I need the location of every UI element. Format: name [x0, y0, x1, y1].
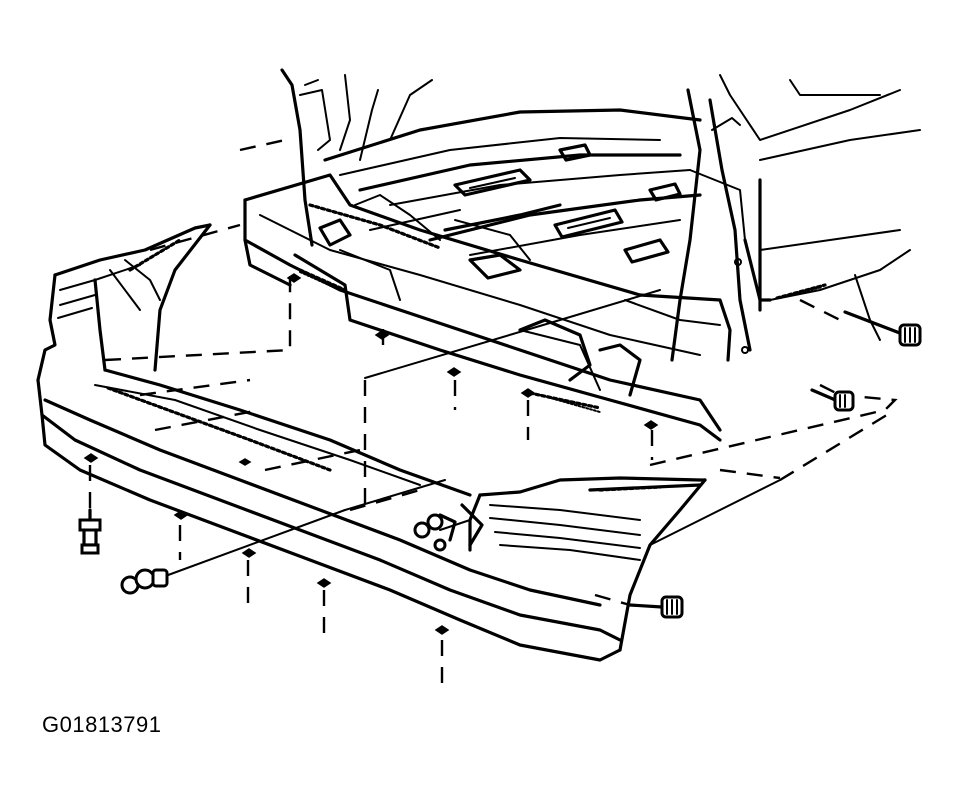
retainer-clip-icon — [413, 513, 457, 552]
bumper-impact-bar — [243, 173, 827, 442]
fasteners — [78, 271, 922, 619]
figure-id-label: G01813791 — [42, 712, 162, 737]
leader-lines — [159, 289, 781, 579]
screw-with-washer-icon — [120, 568, 169, 595]
threaded-stud-icon — [299, 271, 823, 413]
bumper-fascia — [36, 223, 707, 662]
hex-bolt-icon — [810, 388, 855, 412]
hex-bolt-icon — [628, 595, 684, 619]
push-pin-retainer-icon — [78, 508, 102, 555]
alignment-lines — [88, 138, 898, 690]
hex-bolt-icon — [843, 310, 922, 347]
